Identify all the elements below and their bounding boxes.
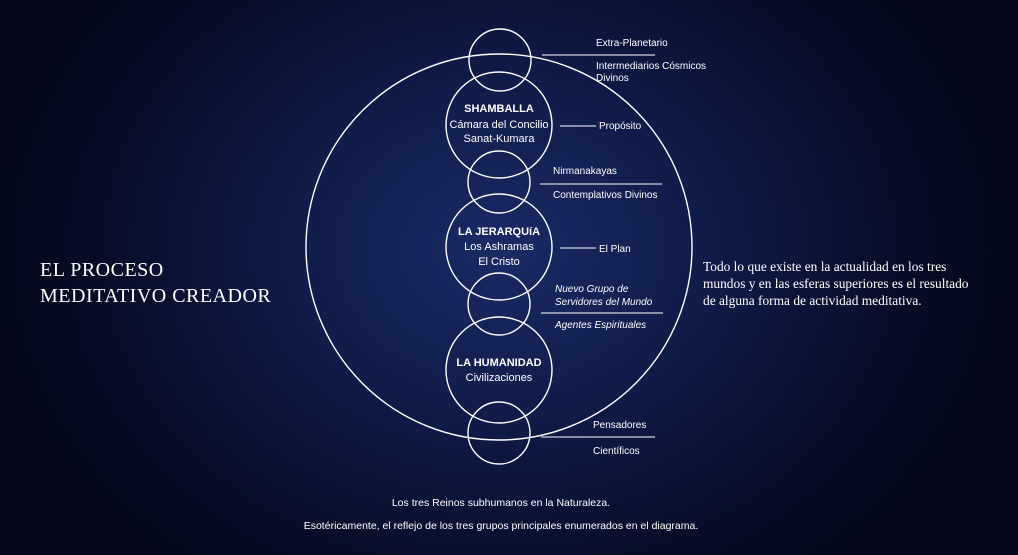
footer-line2: Esotéricamente, el reflejo de los tres g… (304, 520, 699, 532)
label-pensadores: Pensadores (593, 420, 646, 431)
title-line1: EL PROCESO (40, 259, 164, 281)
outer-circle (305, 53, 693, 441)
label-intermediarios-2: Divinos (596, 73, 629, 84)
humanidad-name: LA HUMANIDAD (456, 357, 541, 369)
description-line2: mundos y en las esferas superiores es el… (703, 276, 969, 291)
circle-extra-planetario (468, 28, 532, 92)
jerarquia-line1: Los Ashramas (464, 241, 534, 253)
label-nirmanakayas: Nirmanakayas (553, 166, 617, 177)
circle-nirmanakayas (467, 150, 531, 214)
label-nuevo-grupo-1: Nuevo Grupo de (555, 284, 629, 295)
circle-pensadores (467, 401, 531, 465)
label-agentes: Agentes Espirituales (554, 320, 646, 331)
title-line2: MEDITATIVO CREADOR (40, 285, 271, 307)
label-cientificos: Científicos (593, 446, 640, 457)
circle-shamballa (445, 71, 553, 179)
description-line1: Todo lo que existe en la actualidad en l… (703, 259, 946, 274)
label-proposito: Propósito (599, 121, 642, 132)
circle-nuevo-grupo (467, 272, 531, 336)
humanidad-line1: Civilizaciones (466, 372, 533, 384)
label-contemplativos: Contemplativos Divinos (553, 190, 658, 201)
jerarquia-name: LA JERARQUíA (458, 226, 540, 238)
label-intermediarios-1: Intermediarios Cósmicos (596, 61, 706, 72)
jerarquia-line2: El Cristo (478, 256, 520, 268)
circle-jerarquia (445, 193, 553, 301)
label-nuevo-grupo-2: Servidores del Mundo (555, 297, 653, 308)
label-extra-planetario: Extra-Planetario (596, 38, 668, 49)
shamballa-line1: Cámara del Concilio (449, 119, 548, 131)
label-el-plan: El Plan (599, 244, 631, 255)
shamballa-line2: Sanat-Kumara (464, 133, 536, 145)
circle-humanidad (445, 316, 553, 424)
shamballa-name: SHAMBALLA (464, 103, 534, 115)
footer-line1: Los tres Reinos subhumanos en la Natural… (392, 497, 610, 509)
description-line3: de alguna forma de actividad meditativa. (703, 293, 922, 308)
